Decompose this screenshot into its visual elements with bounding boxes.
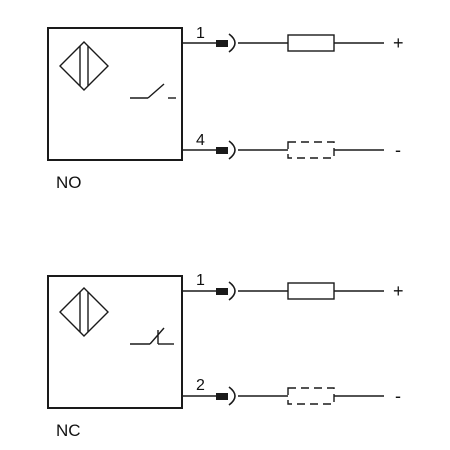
connector-socket <box>228 140 236 160</box>
load-resistor <box>287 34 335 52</box>
sensor-box-no <box>47 27 183 161</box>
load-resistor <box>287 282 335 300</box>
connector-pin <box>216 393 228 400</box>
connector-pin <box>216 40 228 47</box>
pin-number-label: 4 <box>196 132 205 149</box>
polarity-label: - <box>395 140 401 160</box>
connector-socket <box>228 281 236 301</box>
polarity-label: - <box>395 386 401 406</box>
wire-negative-nc <box>182 386 384 406</box>
pin-number-label: 1 <box>196 272 205 289</box>
normally-closed-contact-icon <box>130 327 174 345</box>
load-resistor-dashed <box>287 141 335 159</box>
pin-number-label: 1 <box>196 25 205 42</box>
mode-label: NC <box>56 421 81 440</box>
connector-socket <box>228 33 236 53</box>
polarity-label: + <box>393 33 404 53</box>
mode-label: NO <box>56 173 82 192</box>
sensor-box-nc <box>47 275 183 409</box>
connector-pin <box>216 147 228 154</box>
wire-positive-no <box>182 33 384 53</box>
pin-number-label: 2 <box>196 377 205 394</box>
wire-negative-no <box>182 140 384 160</box>
no-wiring-diagram: 1 + 4 - NO <box>47 25 404 192</box>
connector-pin <box>216 288 228 295</box>
polarity-label: + <box>393 281 404 301</box>
nc-wiring-diagram: 1 + 2 - NC <box>47 272 404 440</box>
normally-open-contact-icon <box>130 83 176 99</box>
connector-socket <box>228 386 236 406</box>
load-resistor-dashed <box>287 387 335 405</box>
inductive-sensor-icon <box>59 41 109 91</box>
wire-positive-nc <box>182 281 384 301</box>
inductive-sensor-icon <box>59 287 109 337</box>
